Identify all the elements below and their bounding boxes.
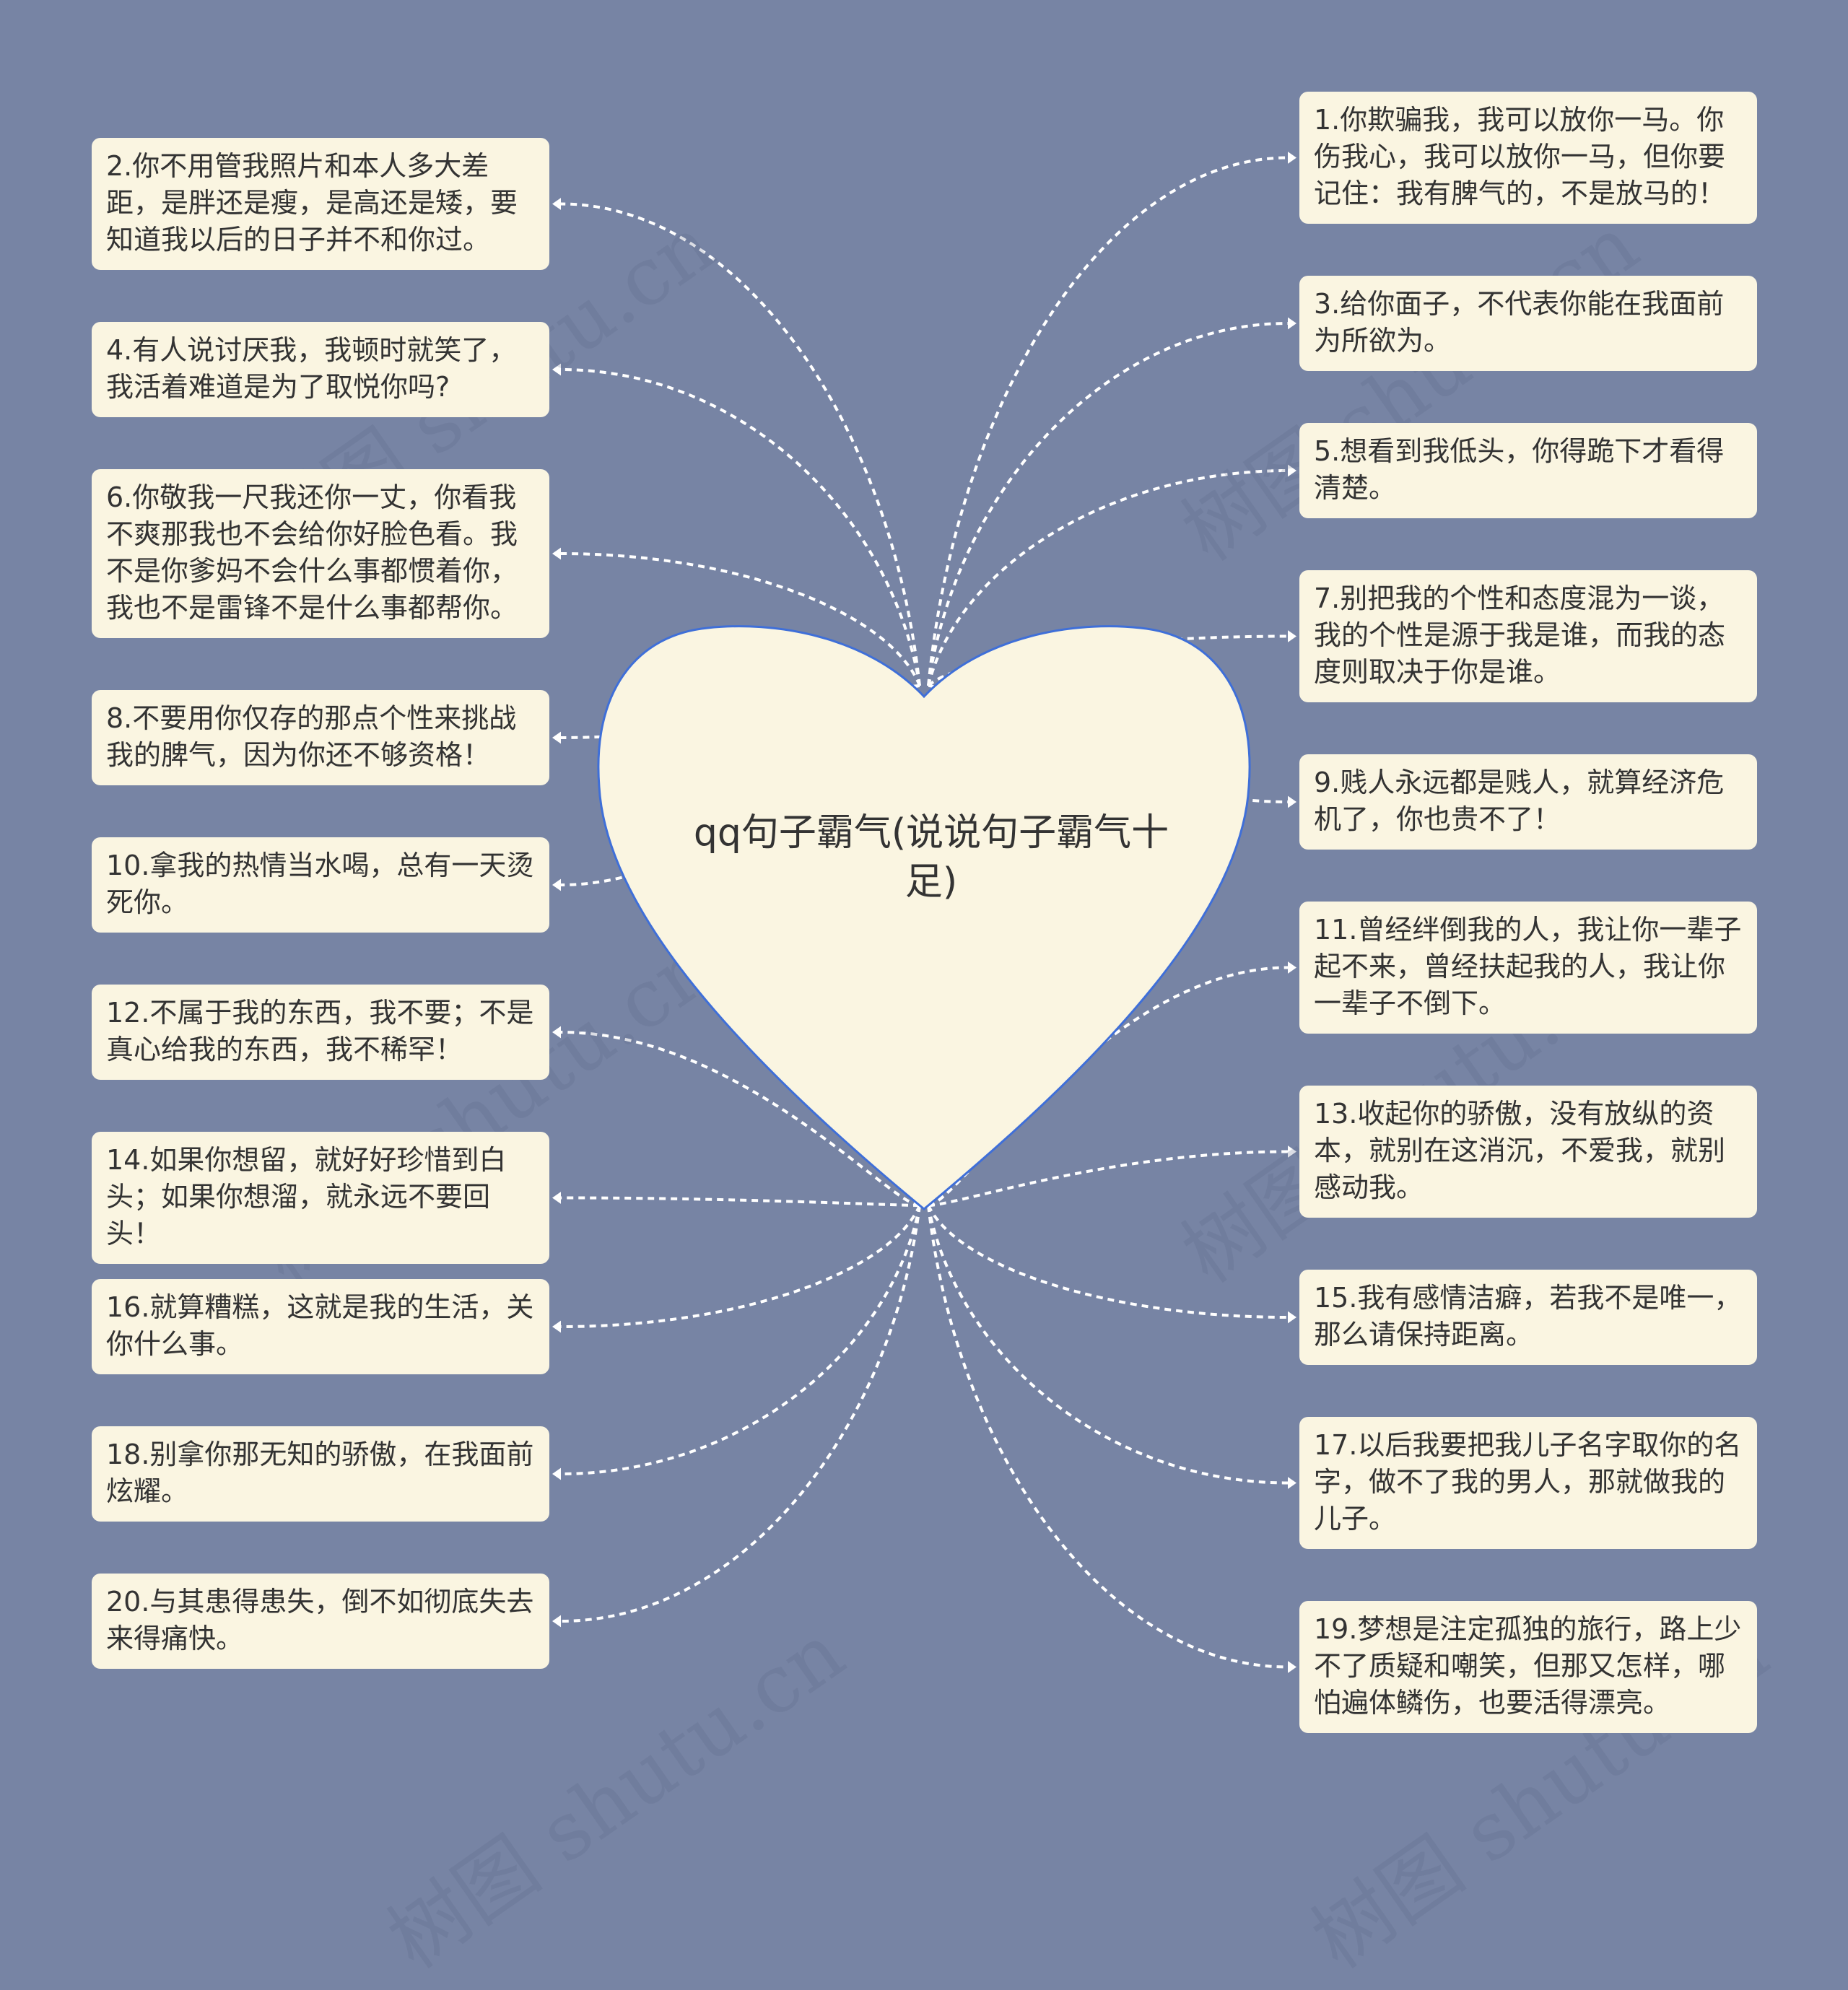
branch-text: 16.就算糟糕，这就是我的生活，关你什么事。 bbox=[106, 1291, 534, 1360]
branch-text: 18.别拿你那无知的骄傲，在我面前炫耀。 bbox=[106, 1439, 534, 1507]
branch-text: 20.与其患得患失，倒不如彻底失去来得痛快。 bbox=[106, 1586, 534, 1654]
branch-node-11[interactable]: 11.曾经绊倒我的人，我让你一辈子起不来，曾经扶起我的人，我让你一辈子不倒下。 bbox=[1299, 902, 1757, 1034]
branch-node-20[interactable]: 20.与其患得患失，倒不如彻底失去来得痛快。 bbox=[92, 1574, 549, 1669]
branch-text: 9.贱人永远都是贱人，就算经济危机了，你也贵不了！ bbox=[1314, 767, 1725, 835]
connector-line bbox=[560, 368, 921, 686]
branch-text: 14.如果你想留，就好好珍惜到白头；如果你想溜，就永远不要回头！ bbox=[106, 1144, 507, 1249]
branch-node-4[interactable]: 4.有人说讨厌我，我顿时就笑了，我活着难道是为了取悦你吗? bbox=[92, 322, 549, 417]
branch-node-8[interactable]: 8.不要用你仅存的那点个性来挑战我的脾气，因为你还不够资格！ bbox=[92, 690, 549, 785]
connector-arrowhead bbox=[1288, 1661, 1296, 1673]
branch-node-14[interactable]: 14.如果你想留，就好好珍惜到白头；如果你想溜，就永远不要回头！ bbox=[92, 1132, 549, 1264]
central-heart bbox=[597, 625, 1251, 1210]
connector-line bbox=[928, 1150, 1289, 1207]
connector-arrowhead bbox=[552, 198, 561, 210]
branch-text: 19.梦想是注定孤独的旅行，路上少不了质疑和嘲笑，但那又怎样，哪怕遍体鳞伤，也要… bbox=[1314, 1613, 1742, 1719]
connector-arrowhead bbox=[1288, 152, 1296, 164]
branch-text: 5.想看到我低头，你得跪下才看得清楚。 bbox=[1314, 435, 1725, 504]
branch-text: 3.给你面子，不代表你能在我面前为所欲为。 bbox=[1314, 288, 1725, 357]
connector-arrowhead bbox=[552, 1026, 561, 1039]
branch-node-2[interactable]: 2.你不用管我照片和本人多大差距，是胖还是瘦，是高还是矮，要知道我以后的日子并不… bbox=[92, 138, 549, 270]
branch-text: 8.不要用你仅存的那点个性来挑战我的脾气，因为你还不够资格！ bbox=[106, 702, 517, 771]
central-topic-title[interactable]: qq句子霸气(说说句子霸气十足) bbox=[693, 811, 1169, 904]
connector-line bbox=[927, 1205, 1289, 1669]
branch-text: 17.以后我要把我儿子名字取你的名字，做不了我的男人，那就做我的儿子。 bbox=[1314, 1429, 1742, 1535]
connector-arrowhead bbox=[552, 1192, 561, 1204]
connector-arrowhead bbox=[552, 1615, 561, 1628]
branch-text: 10.拿我的热情当水喝，总有一天烫死你。 bbox=[106, 850, 534, 918]
branch-text: 1.你欺骗我，我可以放你一马。你伤我心，我可以放你一马，但你要记住：我有脾气的，… bbox=[1314, 104, 1726, 209]
branch-node-16[interactable]: 16.就算糟糕，这就是我的生活，关你什么事。 bbox=[92, 1279, 549, 1374]
connector-arrowhead bbox=[1288, 1145, 1296, 1158]
branch-node-18[interactable]: 18.别拿你那无知的骄傲，在我面前炫耀。 bbox=[92, 1426, 549, 1522]
connector-line bbox=[928, 966, 1289, 1207]
connector-line bbox=[560, 552, 921, 686]
connector-arrowhead bbox=[1288, 630, 1296, 642]
branch-text: 4.有人说讨厌我，我顿时就笑了，我活着难道是为了取悦你吗? bbox=[106, 334, 517, 403]
connector-line bbox=[560, 1205, 921, 1328]
branch-text: 12.不属于我的东西，我不要；不是真心给我的东西，我不稀罕！ bbox=[106, 997, 534, 1065]
connector-arrowhead bbox=[552, 1320, 561, 1333]
connector-arrowhead bbox=[552, 731, 561, 744]
branch-node-12[interactable]: 12.不属于我的东西，我不要；不是真心给我的东西，我不稀罕！ bbox=[92, 985, 549, 1080]
connector-line bbox=[560, 1031, 920, 1207]
branch-node-15[interactable]: 15.我有感情洁癖，若我不是唯一，那么请保持距离。 bbox=[1299, 1270, 1757, 1365]
branch-text: 13.收起你的骄傲，没有放纵的资本，就别在这消沉，不爱我，就别感动我。 bbox=[1314, 1098, 1726, 1203]
connector-arrowhead bbox=[552, 547, 561, 560]
connector-line bbox=[560, 1205, 921, 1623]
connector-line bbox=[927, 1205, 1289, 1485]
branch-node-19[interactable]: 19.梦想是注定孤独的旅行，路上少不了质疑和嘲笑，但那又怎样，哪怕遍体鳞伤，也要… bbox=[1299, 1601, 1757, 1733]
branch-node-7[interactable]: 7.别把我的个性和态度混为一谈，我的个性是源于我是谁，而我的态度则取决于你是谁。 bbox=[1299, 570, 1757, 702]
branch-node-6[interactable]: 6.你敬我一尺我还你一丈，你看我不爽那我也不会给你好脸色看。我不是你爹妈不会什么… bbox=[92, 469, 549, 638]
connector-line bbox=[927, 156, 1289, 686]
branch-node-10[interactable]: 10.拿我的热情当水喝，总有一天烫死你。 bbox=[92, 837, 549, 933]
connector-arrowhead bbox=[552, 363, 561, 376]
branch-node-17[interactable]: 17.以后我要把我儿子名字取你的名字，做不了我的男人，那就做我的儿子。 bbox=[1299, 1417, 1757, 1549]
branch-node-5[interactable]: 5.想看到我低头，你得跪下才看得清楚。 bbox=[1299, 423, 1757, 518]
branch-node-3[interactable]: 3.给你面子，不代表你能在我面前为所欲为。 bbox=[1299, 276, 1757, 371]
branch-text: 11.曾经绊倒我的人，我让你一辈子起不来，曾经扶起我的人，我让你一辈子不倒下。 bbox=[1314, 914, 1742, 1019]
connector-line bbox=[927, 322, 1289, 686]
branch-node-9[interactable]: 9.贱人永远都是贱人，就算经济危机了，你也贵不了！ bbox=[1299, 754, 1757, 850]
branch-text: 7.别把我的个性和态度混为一谈，我的个性是源于我是谁，而我的态度则取决于你是谁。 bbox=[1314, 582, 1726, 688]
heart-shape bbox=[597, 625, 1251, 1210]
connector-arrowhead bbox=[552, 1467, 561, 1480]
connector-arrowhead bbox=[1288, 464, 1296, 477]
connector-arrowhead bbox=[1288, 317, 1296, 330]
branch-text: 15.我有感情洁癖，若我不是唯一，那么请保持距离。 bbox=[1314, 1282, 1742, 1350]
connector-arrowhead bbox=[1288, 795, 1296, 808]
connector-arrowhead bbox=[1288, 1311, 1296, 1324]
connector-line bbox=[560, 1205, 921, 1475]
connector-arrowhead bbox=[1288, 1477, 1296, 1489]
connector-arrowhead bbox=[552, 878, 561, 891]
branch-node-13[interactable]: 13.收起你的骄傲，没有放纵的资本，就别在这消沉，不爱我，就别感动我。 bbox=[1299, 1086, 1757, 1218]
mindmap-canvas: 树图 shutu.cn 树图 shutu.cn 树图 shutu.cn 树图 s… bbox=[92, 92, 1757, 1733]
connector-arrowhead bbox=[1288, 961, 1296, 974]
connector-line bbox=[927, 469, 1289, 686]
branch-node-1[interactable]: 1.你欺骗我，我可以放你一马。你伤我心，我可以放你一马，但你要记住：我有脾气的，… bbox=[1299, 92, 1757, 224]
connector-line bbox=[927, 1205, 1289, 1319]
branch-text: 2.你不用管我照片和本人多大差距，是胖还是瘦，是高还是矮，要知道我以后的日子并不… bbox=[106, 150, 518, 256]
branch-text: 6.你敬我一尺我还你一丈，你看我不爽那我也不会给你好脸色看。我不是你爹妈不会什么… bbox=[106, 481, 518, 624]
